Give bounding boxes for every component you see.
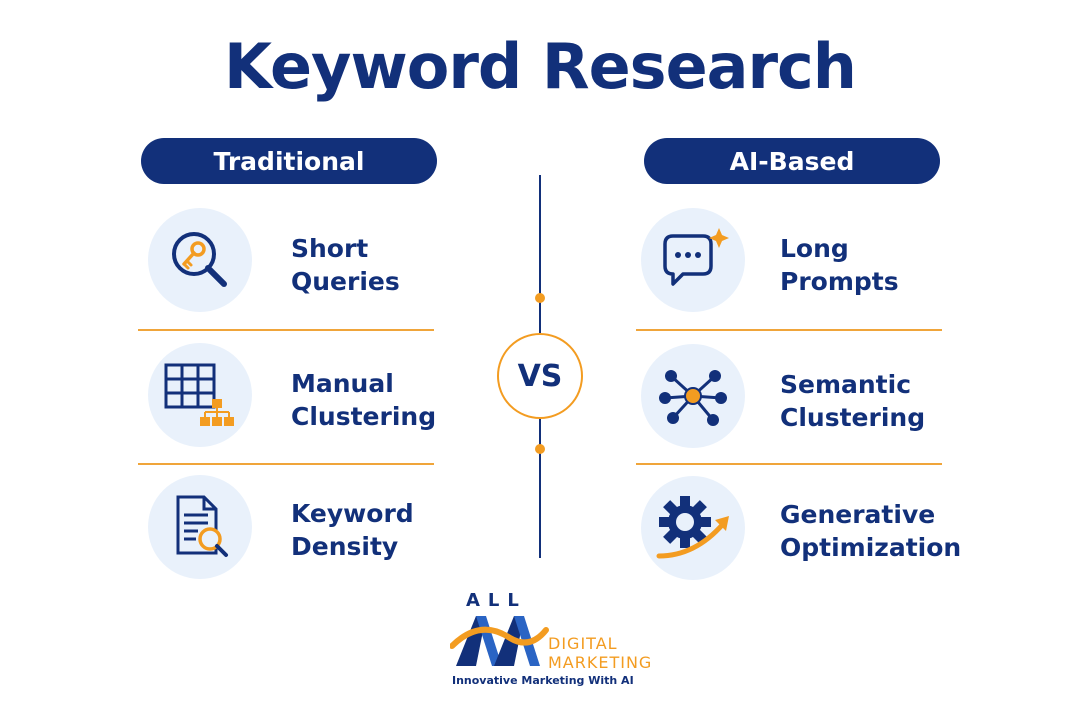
divider [636,329,942,331]
document-search-icon [148,475,252,579]
gear-arrow-icon [641,476,745,580]
logo-marketing-text: MARKETING [548,653,653,672]
network-icon [641,344,745,448]
ai-based-header: AI-Based [644,138,940,184]
logo-tagline: Innovative Marketing With AI [452,674,634,687]
key-search-icon [148,208,252,312]
chat-sparkle-icon [641,208,745,312]
logo-mark-icon [450,616,549,666]
page-title: Keyword Research [224,30,857,103]
divider [138,463,434,465]
divider [138,329,434,331]
logo-all-text: ALL [466,590,527,611]
divider [636,463,942,465]
brand-logo: ALL DIGITAL MARKETING Innovative Marketi… [444,590,674,690]
center-divider [539,415,541,558]
divider-dot [535,293,545,303]
logo-digital-text: DIGITAL [548,634,618,653]
vs-badge: VS [497,333,583,419]
traditional-header: Traditional [141,138,437,184]
grid-hierarchy-icon [148,343,252,447]
center-divider [539,175,541,333]
divider-dot [535,444,545,454]
